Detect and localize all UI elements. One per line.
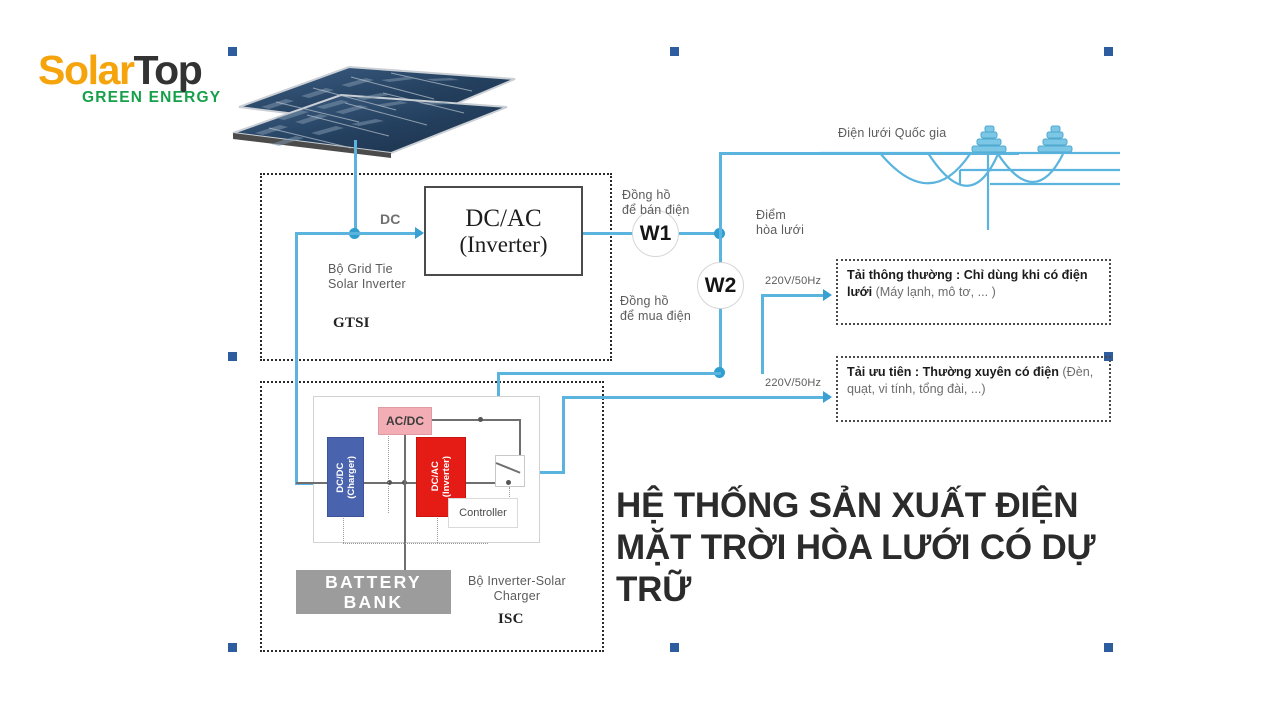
battery-bank-label: BATTERY BANK — [325, 572, 422, 612]
selection-handle-top-right[interactable] — [1104, 47, 1113, 56]
wire-w1-to-tie-point — [679, 232, 724, 235]
wire-tie-to-grid-riser — [719, 152, 722, 234]
wire-inverter-to-w1 — [579, 232, 634, 235]
selection-handle-top-left[interactable] — [228, 47, 237, 56]
wire-grid-ac-into-isc — [497, 372, 567, 375]
label-meter-w2-caption: Đồng hồ để mua điện — [620, 294, 691, 323]
inverter-line-2: (Inverter) — [459, 231, 548, 257]
label-meter-w1-caption: Đồng hồ để bán điện — [622, 188, 690, 217]
utility-grid-graphic — [820, 118, 1120, 230]
isc-wire-acdc-right — [430, 419, 520, 421]
wire-dc-to-inverter — [354, 232, 422, 235]
isc-ctrl-line-dcac — [437, 515, 438, 543]
isc-enclosure — [260, 381, 604, 652]
label-isc-acronym: ISC — [498, 611, 524, 627]
battery-bank: BATTERY BANK — [296, 570, 451, 614]
wire-bus-to-normal-load-riser — [761, 294, 764, 374]
selection-handle-middle-left[interactable] — [228, 352, 237, 361]
load-box-normal: Tải thông thường : Chỉ dùng khi có điện … — [836, 259, 1111, 325]
label-voltage-normal: 220V/50Hz — [765, 275, 822, 287]
label-gtsi-acronym: GTSI — [333, 315, 370, 331]
load-normal-bold: Tải thông thường : Chỉ dùng khi có điện … — [847, 268, 1088, 299]
wire-isc-switch-to-riser — [523, 471, 565, 474]
label-voltage-priority: 220V/50Hz — [765, 377, 822, 389]
wire-bus-to-normal-load-h1 — [566, 372, 721, 375]
label-national-grid: Điện lưới Quốc gia — [838, 126, 947, 140]
label-isc-caption: Bộ Inverter-Solar Charger — [468, 574, 566, 603]
isc-switch-node — [506, 480, 511, 485]
wire-grid-ac-into-isc-drop — [497, 372, 500, 417]
arrow-into-priority-load — [823, 391, 832, 403]
block-acdc: AC/DC — [378, 407, 432, 435]
selection-handle-bottom-center[interactable] — [670, 643, 679, 652]
solar-panel-array — [231, 55, 516, 158]
meter-w1: W1 — [632, 210, 679, 257]
label-dc: DC — [380, 211, 401, 227]
wire-dc-down-to-isc — [295, 232, 298, 484]
solartop-logo: SolarTop GREEN ENERGY — [38, 48, 253, 110]
meter-w2-label: W2 — [704, 273, 737, 297]
logo-word-top: Top — [133, 47, 203, 93]
block-dcdc-label: DC/DC (Charger) — [334, 455, 357, 499]
dc-ac-inverter-box: DC/AC (Inverter) — [424, 186, 583, 276]
block-dcdc-charger: DC/DC (Charger) — [327, 437, 364, 517]
wire-dc-branch-left — [295, 232, 355, 235]
isc-wire-acdc-to-battery — [404, 433, 406, 585]
load-normal-text: Tải thông thường : Chỉ dùng khi có điện … — [847, 267, 1100, 300]
selection-handle-bottom-right[interactable] — [1104, 643, 1113, 652]
logo-tagline: GREEN ENERGY — [82, 89, 222, 106]
page-title: HỆ THỐNG SẢN XUẤT ĐIỆN MẶT TRỜI HÒA LƯỚI… — [616, 486, 1096, 609]
isc-ctrl-bus — [343, 543, 488, 544]
block-dcac-label: DC/AC (Inverter) — [430, 456, 452, 498]
meter-w1-label: W1 — [639, 221, 672, 245]
label-gtsi-caption: Bộ Grid Tie Solar Inverter — [328, 262, 406, 291]
logo-word-solar: Solar — [38, 47, 135, 93]
block-controller: Controller — [448, 498, 518, 528]
load-normal-rest: (Máy lạnh, mô tơ, ... ) — [872, 284, 996, 299]
selection-handle-top-center[interactable] — [670, 47, 679, 56]
label-tie-point: Điểm hòa lưới — [756, 208, 805, 237]
meter-w2: W2 — [697, 262, 744, 309]
block-controller-label: Controller — [459, 507, 507, 519]
wire-pv-to-dc-bus — [354, 140, 357, 235]
isc-ctrl-line-dcdc — [343, 515, 344, 543]
load-box-priority: Tải ưu tiên : Thường xuyên có điện (Đèn,… — [836, 356, 1111, 422]
logo-wordmark: SolarTop — [38, 48, 253, 92]
isc-wire-acdc-to-switch — [519, 419, 521, 459]
arrow-dc-into-inverter — [415, 227, 424, 239]
wire-bus-to-normal-load-h2 — [761, 294, 829, 297]
inverter-line-1: DC/AC — [465, 204, 542, 232]
block-acdc-label: AC/DC — [386, 414, 424, 428]
wire-isc-output-riser — [562, 396, 565, 474]
load-priority-text: Tải ưu tiên : Thường xuyên có điện (Đèn,… — [847, 364, 1100, 397]
gtsi-enclosure — [260, 173, 612, 361]
isc-node-acdc-right — [478, 417, 483, 422]
selection-handle-bottom-left[interactable] — [228, 643, 237, 652]
load-priority-bold: Tải ưu tiên : Thường xuyên có điện — [847, 365, 1059, 379]
isc-node-dc-bus-a — [387, 480, 392, 485]
isc-ctrl-line-acdc — [388, 433, 389, 513]
arrow-into-normal-load — [823, 289, 832, 301]
wire-isc-to-priority-load — [562, 396, 830, 399]
load-priority-rest: (Đèn, quạt, vi tính, tổng đài, ...) — [847, 365, 1094, 396]
